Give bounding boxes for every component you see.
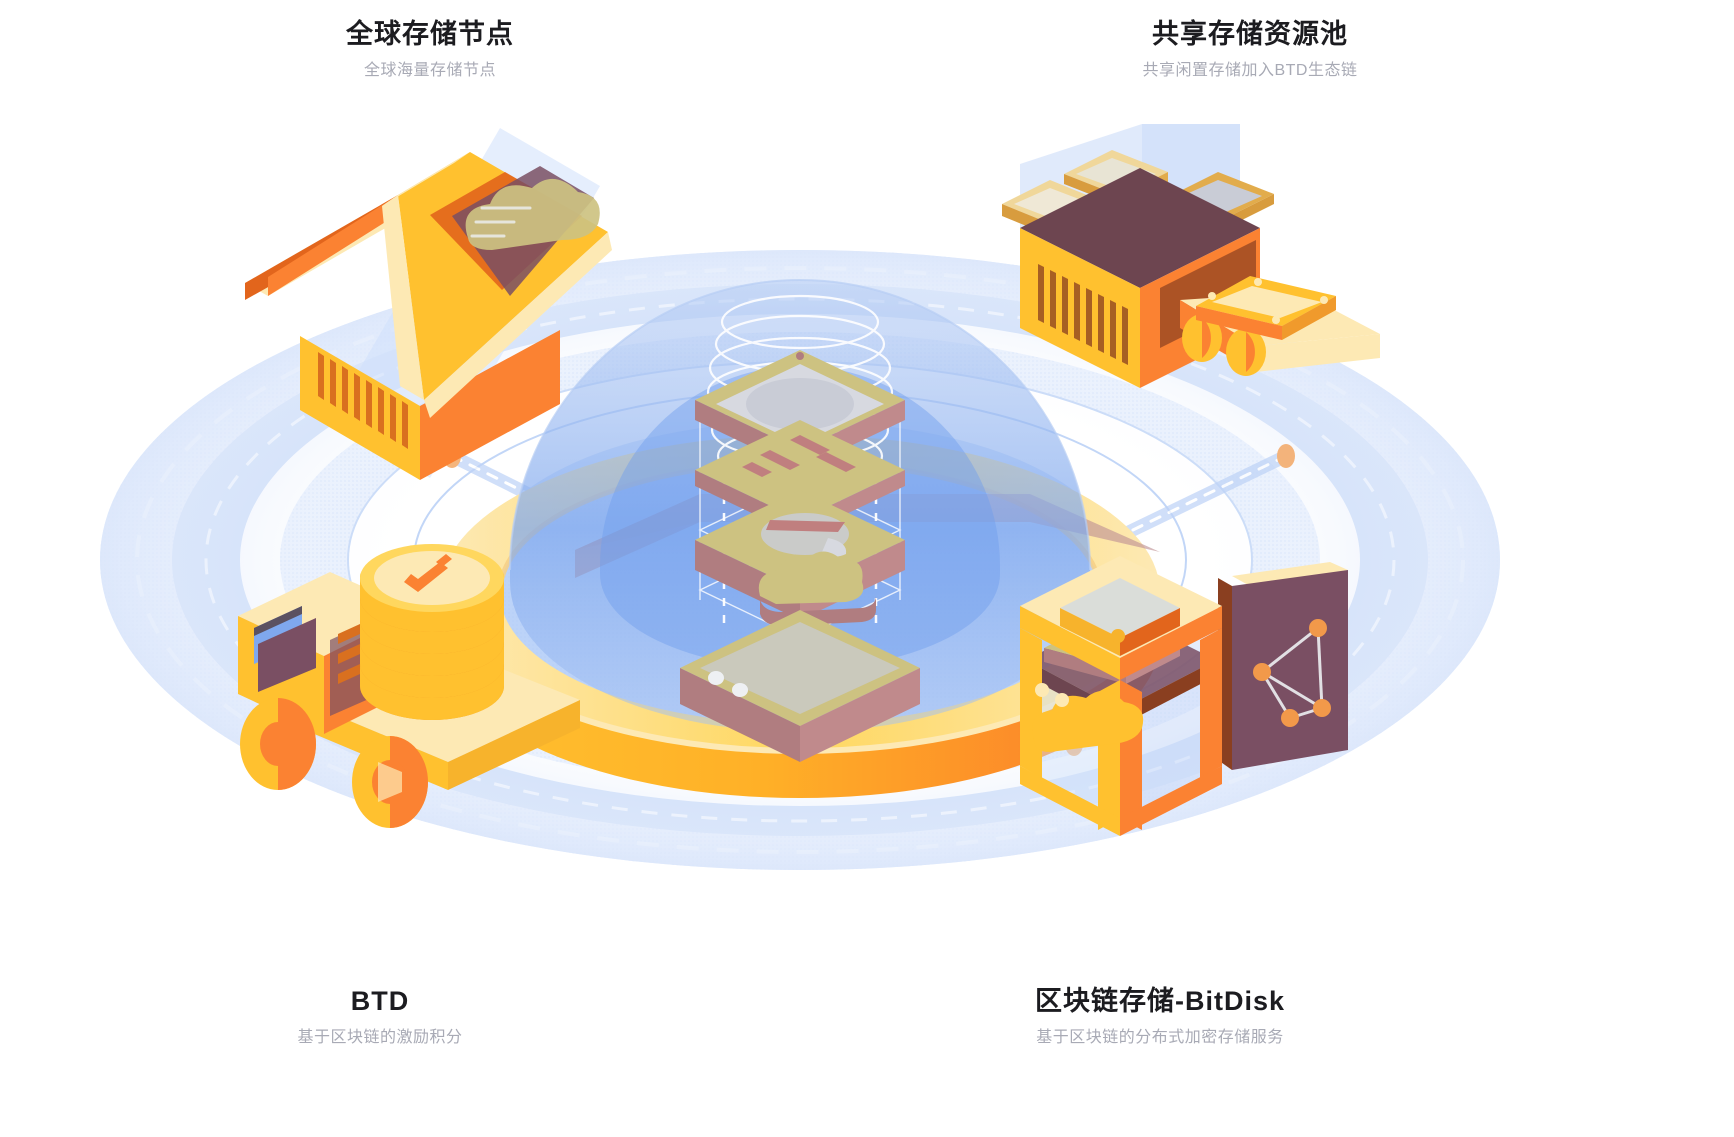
label-btd-title: BTD: [350, 986, 410, 1016]
cloud-icon: [465, 178, 600, 250]
label-global-node-title: 全球存储节点: [346, 19, 514, 49]
house-with-cloud: [245, 128, 612, 480]
label-bitdisk: 区块链存储-BitDisk 基于区块链的分布式加密存储服务: [910, 985, 1410, 1050]
truck-wheels: [240, 698, 428, 828]
label-btd-subtitle: 基于区块链的激励积分: [297, 1028, 463, 1046]
label-btd: BTD 基于区块链的激励积分: [130, 985, 630, 1050]
wireframe-cube: [1020, 556, 1222, 836]
conveyor-belt: [1180, 276, 1380, 376]
disk-layer-base: [680, 610, 920, 762]
network-node-dots: [1253, 619, 1331, 727]
label-shared-pool-subtitle: 共享闲置存储加入BTD生态链: [1142, 61, 1358, 79]
wireframe-cube-network: [1020, 556, 1348, 836]
label-bitdisk-title: 区块链存储-BitDisk: [1034, 986, 1285, 1016]
central-disk-stack: [680, 294, 920, 762]
truck-with-coin-stack: [238, 544, 580, 828]
label-bitdisk-subtitle: 基于区块链的分布式加密存储服务: [1036, 1028, 1284, 1046]
label-shared-pool-title: 共享存储资源池: [1152, 19, 1348, 49]
server-rack-with-drives: [1002, 124, 1380, 388]
coin-stack: [360, 544, 504, 720]
label-global-node: 全球存储节点 全球海量存储节点: [180, 18, 680, 83]
conveyor-rollers: [1182, 314, 1266, 376]
label-shared-pool: 共享存储资源池 共享闲置存储加入BTD生态链: [1000, 18, 1500, 83]
label-global-node-subtitle: 全球海量存储节点: [363, 61, 496, 79]
disk-layer-board: [695, 420, 905, 536]
network-panel: [1218, 562, 1348, 770]
conveyor-drive: [1196, 276, 1336, 340]
